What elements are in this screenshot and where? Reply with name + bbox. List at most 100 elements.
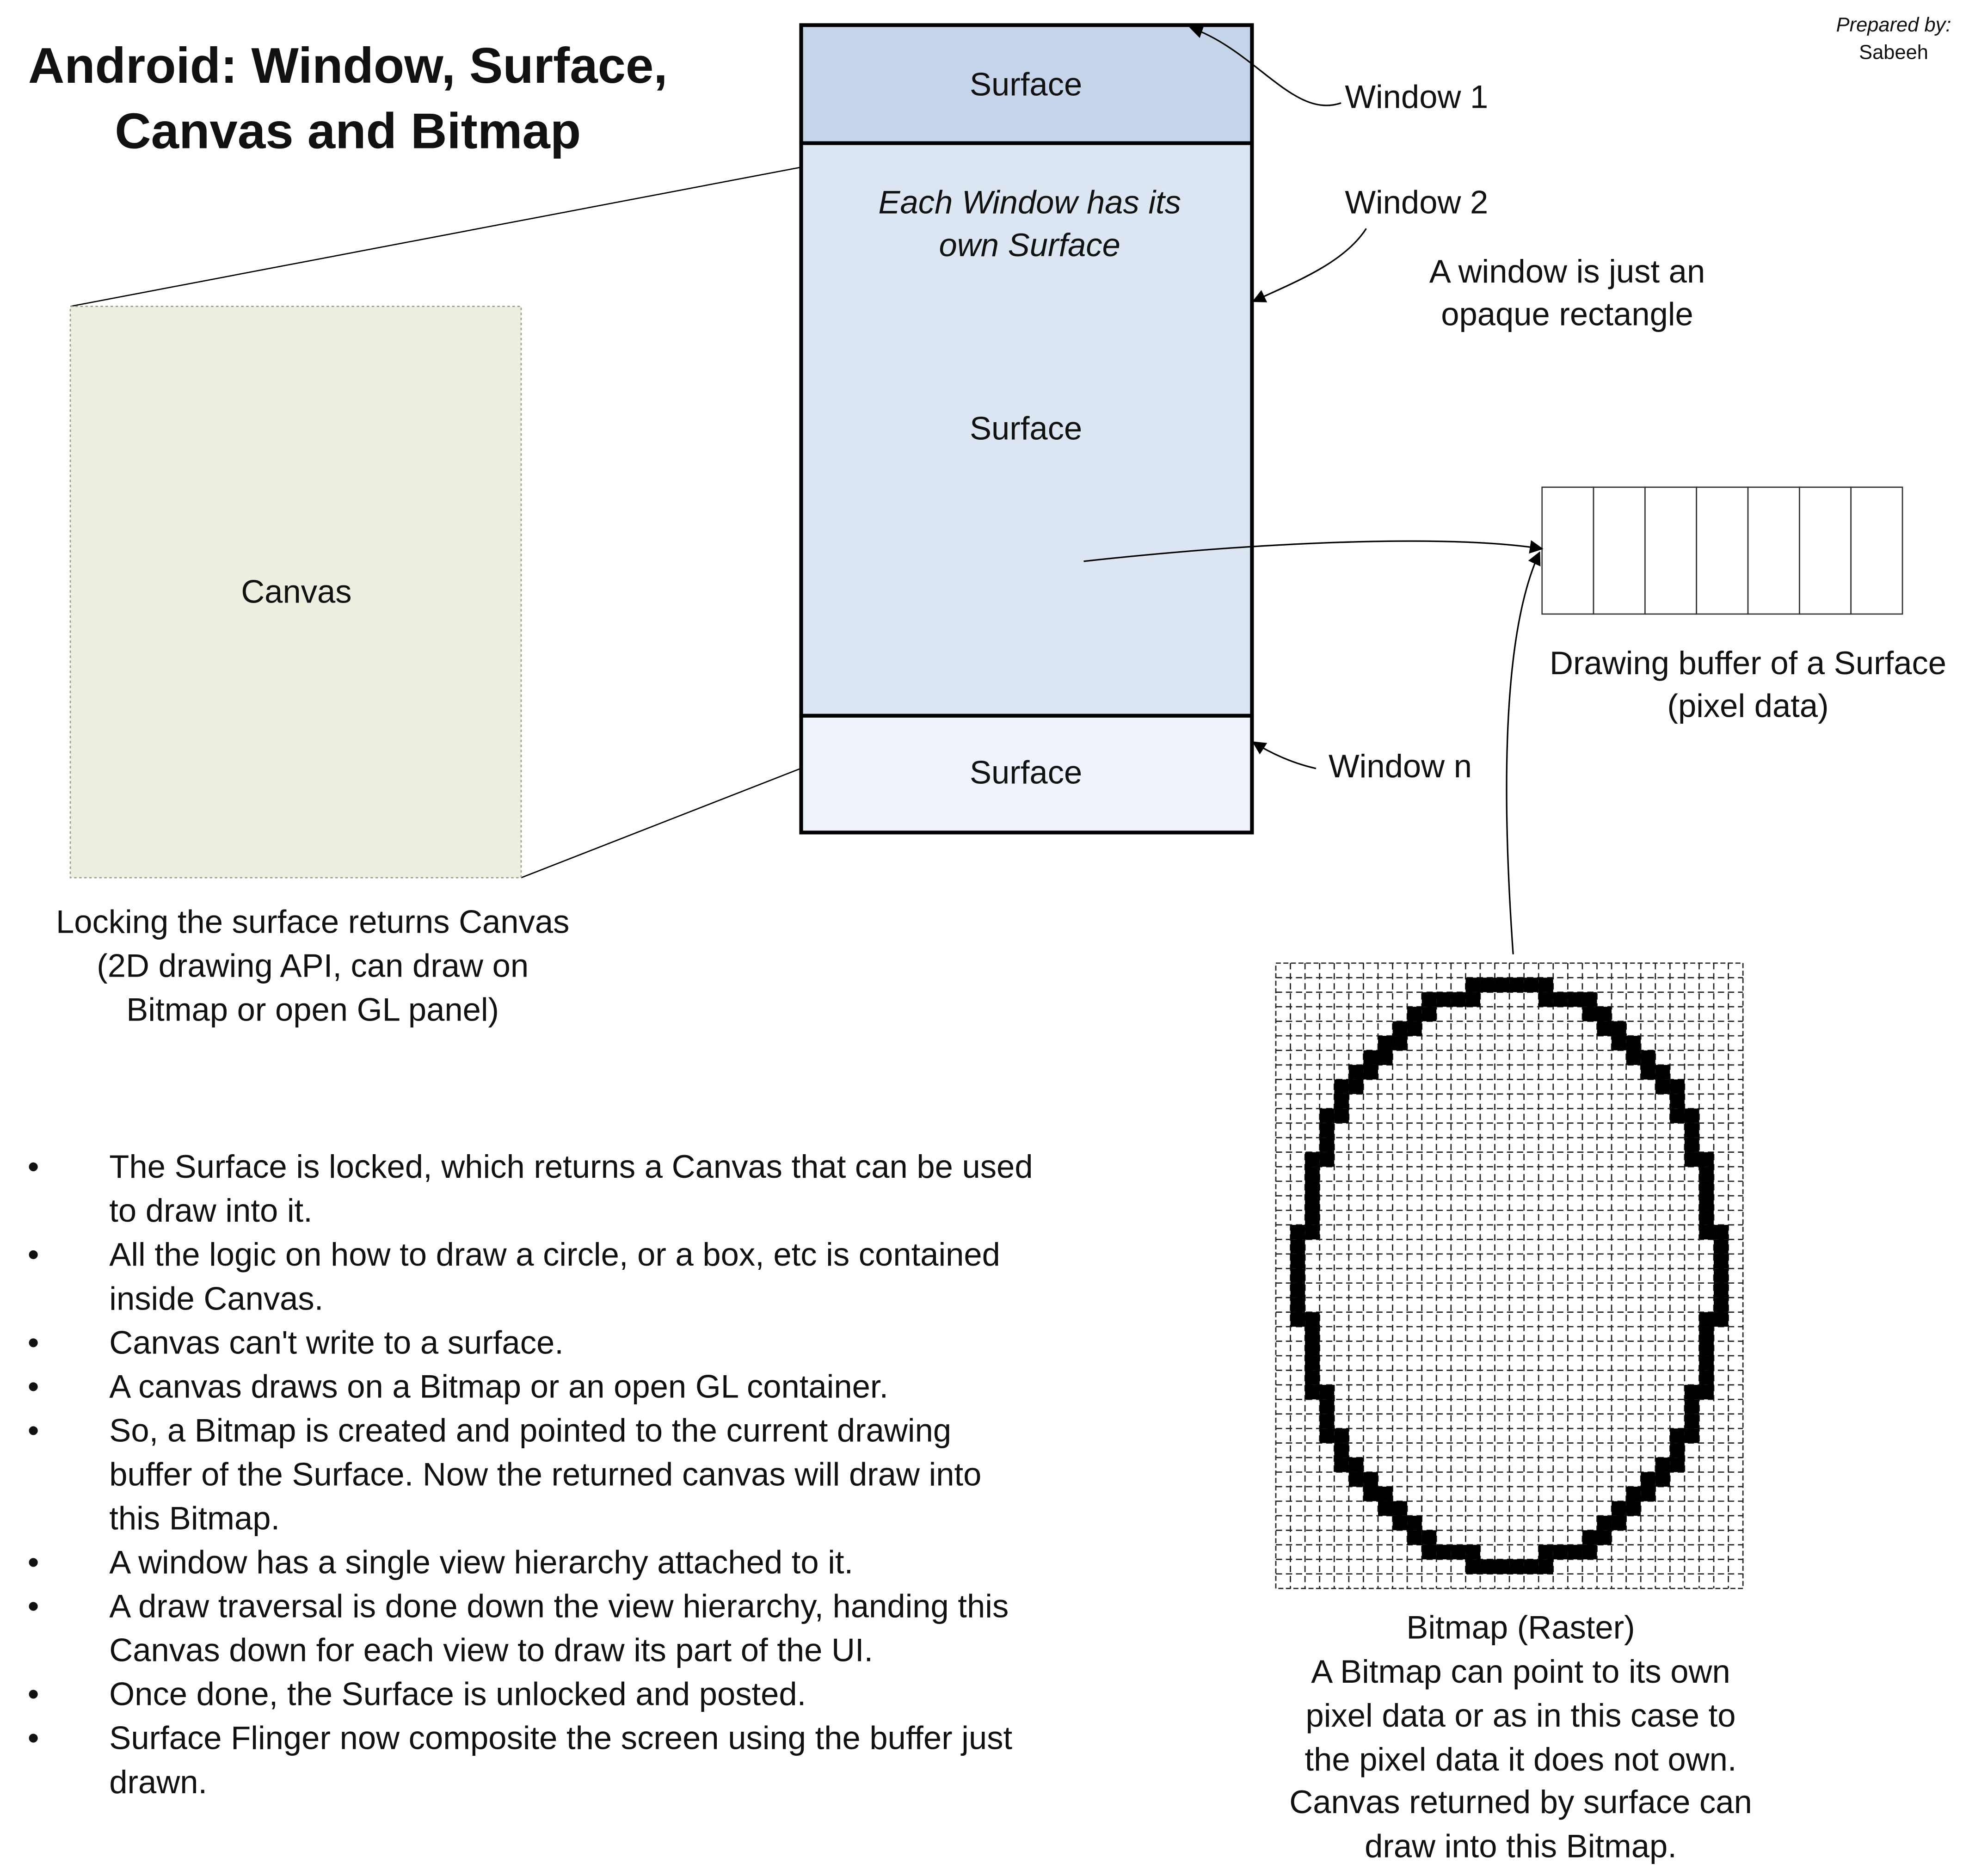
- bitmap-pixel: [1451, 992, 1466, 1007]
- buffer-cell: [1644, 486, 1698, 615]
- bitmap-pixel: [1378, 1486, 1393, 1501]
- bitmap-pixel: [1582, 1530, 1597, 1545]
- drawing-buffer: [1541, 486, 1903, 615]
- bitmap-pixel: [1334, 1079, 1349, 1094]
- bitmap-pixel: [1407, 1021, 1422, 1036]
- bitmap-caption-3: pixel data or as in this case to: [1306, 1697, 1736, 1734]
- bitmap-pixel: [1378, 1036, 1393, 1051]
- bitmap-pixel: [1334, 1458, 1349, 1472]
- bitmap-pixel: [1684, 1399, 1699, 1414]
- bitmap-pixel: [1509, 1559, 1524, 1574]
- bitmap-pixel: [1655, 1079, 1670, 1094]
- surface-note-1: Each Window has its: [878, 184, 1181, 221]
- bitmap-pixel: [1538, 992, 1553, 1007]
- surface-label-bottom: Surface: [970, 754, 1082, 790]
- bitmap-pixel: [1392, 1036, 1408, 1051]
- bitmap-pixel: [1699, 1152, 1714, 1167]
- bitmap-pixel: [1568, 1544, 1582, 1560]
- bitmap-pixel: [1670, 1108, 1685, 1123]
- bitmap-caption-2: A Bitmap can point to its own: [1311, 1653, 1730, 1690]
- bitmap-pixel: [1348, 1064, 1364, 1080]
- bitmap-pixel: [1465, 992, 1480, 1007]
- bitmap-pixel: [1363, 1050, 1378, 1065]
- bitmap-pixel: [1495, 978, 1510, 992]
- bitmap-pixel: [1714, 1312, 1729, 1327]
- surface-note-2: own Surface: [939, 227, 1120, 263]
- bitmap-pixel: [1305, 1167, 1320, 1181]
- bitmap-pixel: [1684, 1428, 1699, 1443]
- bitmap-pixel: [1684, 1414, 1699, 1429]
- bitmap-pixel: [1597, 1530, 1612, 1545]
- canvas-caption-3: Bitmap or open GL panel): [126, 991, 499, 1028]
- bitmap-pixel: [1319, 1428, 1335, 1443]
- bitmap-pixel: [1305, 1196, 1320, 1211]
- surface-label-middle: Surface: [970, 410, 1082, 446]
- prepared-by-label: Prepared by:: [1836, 14, 1951, 36]
- bitmap-pixel: [1465, 978, 1480, 992]
- bitmap-pixel: [1407, 1530, 1422, 1545]
- bullet-text: The Surface is locked, which returns a C…: [109, 1148, 1033, 1185]
- bullet-text: to draw into it.: [109, 1192, 312, 1229]
- bitmap-pixel: [1538, 1544, 1553, 1560]
- bitmap-pixel: [1655, 1064, 1670, 1080]
- bitmap-pixel: [1334, 1428, 1349, 1443]
- bitmap-pixel: [1655, 1458, 1670, 1472]
- window-2-arrow: [1252, 228, 1367, 302]
- surface-label-top: Surface: [970, 66, 1082, 102]
- bitmap-pixel: [1612, 1021, 1626, 1036]
- bitmap-pixel: [1290, 1312, 1305, 1327]
- bitmap-pixel: [1305, 1210, 1320, 1225]
- bullet-icon: •: [28, 1676, 39, 1712]
- bitmap-pixel: [1626, 1501, 1641, 1516]
- bitmap-pixel: [1714, 1224, 1729, 1240]
- canvas-label: Canvas: [241, 573, 351, 609]
- bitmap-pixel: [1436, 1544, 1451, 1560]
- bitmap-pixel: [1305, 1341, 1320, 1356]
- bullet-text: All the logic on how to draw a circle, o…: [109, 1236, 1000, 1273]
- bitmap-pixel: [1290, 1283, 1305, 1298]
- bitmap-pixel: [1670, 1428, 1685, 1443]
- bitmap-pixel: [1699, 1370, 1714, 1385]
- bullet-icon: •: [28, 1148, 39, 1185]
- bitmap-pixel: [1582, 1544, 1597, 1560]
- bitmap-pixel: [1305, 1181, 1320, 1196]
- bitmap-pixel: [1553, 1544, 1568, 1560]
- bitmap-pixel: [1290, 1239, 1305, 1254]
- bitmap-pixel: [1670, 1079, 1685, 1094]
- bullet-icon: •: [28, 1412, 39, 1448]
- bitmap-pixel: [1305, 1327, 1320, 1341]
- bitmap-pixel: [1641, 1472, 1655, 1487]
- bitmap-pixel: [1670, 1443, 1685, 1458]
- bullet-icon: •: [28, 1368, 39, 1404]
- bitmap-pixel: [1699, 1384, 1714, 1400]
- bitmap-pixel: [1582, 992, 1597, 1007]
- bitmap-pixel: [1334, 1094, 1349, 1109]
- buffer-cell: [1799, 486, 1852, 615]
- bitmap-pixel: [1538, 978, 1553, 992]
- canvas-caption-1: Locking the surface returns Canvas: [56, 904, 569, 940]
- bitmap-pixel: [1290, 1268, 1305, 1283]
- bitmap-pixel: [1290, 1298, 1305, 1312]
- bitmap-pixel: [1334, 1443, 1349, 1458]
- bitmap-pixel: [1612, 1515, 1626, 1531]
- bitmap-pixel: [1597, 1007, 1612, 1021]
- bitmap-pixel: [1334, 1108, 1349, 1123]
- bitmap-pixel: [1407, 1007, 1422, 1021]
- bitmap-pixel: [1348, 1472, 1364, 1487]
- bitmap-pixel: [1612, 1501, 1626, 1516]
- bitmap-pixel: [1392, 1501, 1408, 1516]
- bullet-text: this Bitmap.: [109, 1500, 280, 1537]
- bitmap-pixel: [1684, 1138, 1699, 1152]
- bitmap-pixel: [1714, 1283, 1729, 1298]
- bullet-icon: •: [28, 1720, 39, 1756]
- bullet-text: drawn.: [109, 1764, 207, 1800]
- bitmap-pixel: [1626, 1486, 1641, 1501]
- bitmap-pixel: [1305, 1355, 1320, 1371]
- bitmap-pixel: [1421, 1007, 1437, 1021]
- window-desc-1: A window is just an: [1429, 253, 1705, 289]
- bitmap-pixel: [1524, 1559, 1539, 1574]
- bullet-text: buffer of the Surface. Now the returned …: [109, 1456, 981, 1492]
- bitmap-pixel: [1670, 1094, 1685, 1109]
- buffer-cell: [1541, 486, 1594, 615]
